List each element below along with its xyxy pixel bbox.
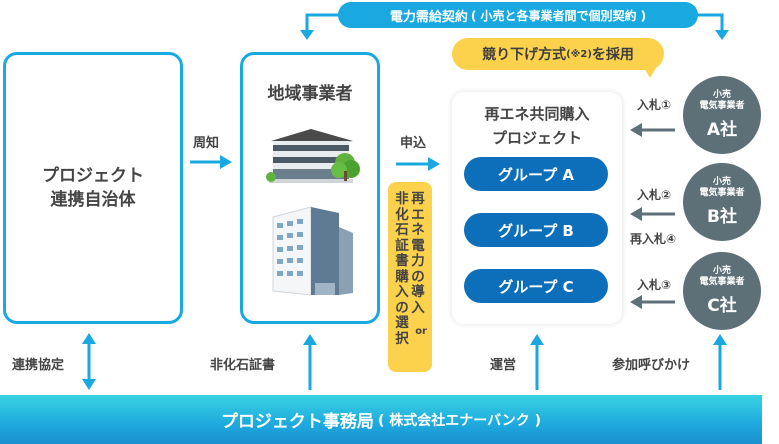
- retailer-a-line1: 小売: [712, 90, 731, 100]
- contract-line-right: [696, 13, 724, 32]
- rebid-label-4: 再入札④: [630, 232, 677, 246]
- project-title-line2: プロジェクト: [491, 129, 582, 147]
- invite-label: 参加呼びかけ: [612, 358, 691, 373]
- joint-purchase-project-box: 再エネ共同購入 プロジェクト グループ A グループ B グループ C: [452, 92, 622, 324]
- retailer-c: 小売 電気事業者 C社: [683, 252, 761, 330]
- notify-arrow-head: [220, 155, 232, 169]
- callout-tail-text: を採用: [591, 47, 634, 63]
- cooperation-agreement-label: 連携協定: [12, 358, 65, 373]
- municipality-line1: プロジェクト: [42, 166, 144, 186]
- retailer-b-line1: 小売: [712, 177, 731, 187]
- project-office-bar: プロジェクト事務局 ( 株式会社エナーバンク ): [0, 395, 762, 444]
- certificate-label: 非化石証書: [210, 358, 276, 373]
- callout-pointer: [644, 68, 656, 78]
- retailer-b-name: B社: [707, 207, 737, 227]
- selection-option-renewable: 再エネ電力の導入: [411, 191, 425, 316]
- project-title-line1: 再エネ共同購入: [484, 105, 590, 123]
- selection-option-certificate: 非化石証書購入の選択: [395, 191, 409, 347]
- group-b: グループ B: [464, 213, 608, 247]
- office-building-with-tree-icon: [266, 129, 360, 183]
- apply-arrow-head: [428, 157, 440, 171]
- operation-label: 運営: [490, 358, 517, 373]
- selection-or: or: [415, 326, 427, 337]
- contract-label: 電力需給契約: [389, 9, 468, 25]
- retailer-b-line2: 電気事業者: [699, 188, 745, 198]
- group-c: グループ C: [464, 269, 608, 303]
- office-name: プロジェクト事務局: [220, 412, 374, 432]
- retailer-c-line2: 電気事業者: [699, 277, 745, 287]
- group-a: グループ A: [464, 157, 608, 191]
- invite-arrow-head: [713, 334, 727, 345]
- bid-label-1: 入札①: [637, 98, 672, 112]
- local-business-box: 地域事業者: [240, 52, 380, 324]
- callout-main: 競り下げ方式: [482, 47, 567, 63]
- contract-arrow-right: [715, 30, 729, 40]
- descending-auction-callout: 競り下げ方式(※2)を採用: [452, 38, 664, 70]
- bid-arrow-b-head: [630, 207, 642, 221]
- notify-label: 周知: [193, 136, 220, 151]
- contract-note: ( 小売と各事業者間で個別契約 ): [470, 8, 647, 23]
- retailer-c-line1: 小売: [712, 266, 731, 276]
- partner-municipality-box: プロジェクト 連携自治体: [3, 52, 183, 324]
- certificate-arrow-head: [303, 334, 317, 345]
- bid-arrow-c-head: [630, 295, 642, 309]
- power-supply-contract: 電力需給契約 ( 小売と各事業者間で個別契約 ): [338, 2, 698, 28]
- contract-line-left: [305, 13, 340, 32]
- bid-arrow-a-head: [630, 123, 642, 137]
- cooperation-arrow-up: [82, 333, 96, 344]
- cooperation-arrow-down: [82, 379, 96, 390]
- retailer-a-line2: 電気事業者: [699, 101, 745, 111]
- bid-label-2: 入札②: [637, 188, 672, 202]
- apply-label: 申込: [400, 136, 427, 151]
- retailer-c-name: C社: [707, 296, 737, 316]
- high-rise-building-icon: [272, 206, 353, 296]
- callout-note: (※2): [566, 48, 592, 60]
- retailer-a: 小売 電気事業者 A社: [683, 76, 761, 154]
- bid-label-3: 入札③: [637, 278, 672, 292]
- project-title: 再エネ共同購入 プロジェクト: [452, 102, 622, 150]
- office-company: ( 株式会社エナーバンク ): [377, 412, 542, 429]
- retailer-b: 小売 電気事業者 B社: [683, 163, 761, 241]
- retailer-a-name: A社: [706, 120, 738, 140]
- contract-arrow-left: [300, 30, 314, 40]
- selection-note: 再エネ電力の導入 or 非化石証書購入の選択: [388, 182, 432, 372]
- municipality-line2: 連携自治体: [50, 190, 136, 210]
- local-business-title: 地域事業者: [267, 84, 353, 104]
- operation-arrow-head: [530, 334, 544, 345]
